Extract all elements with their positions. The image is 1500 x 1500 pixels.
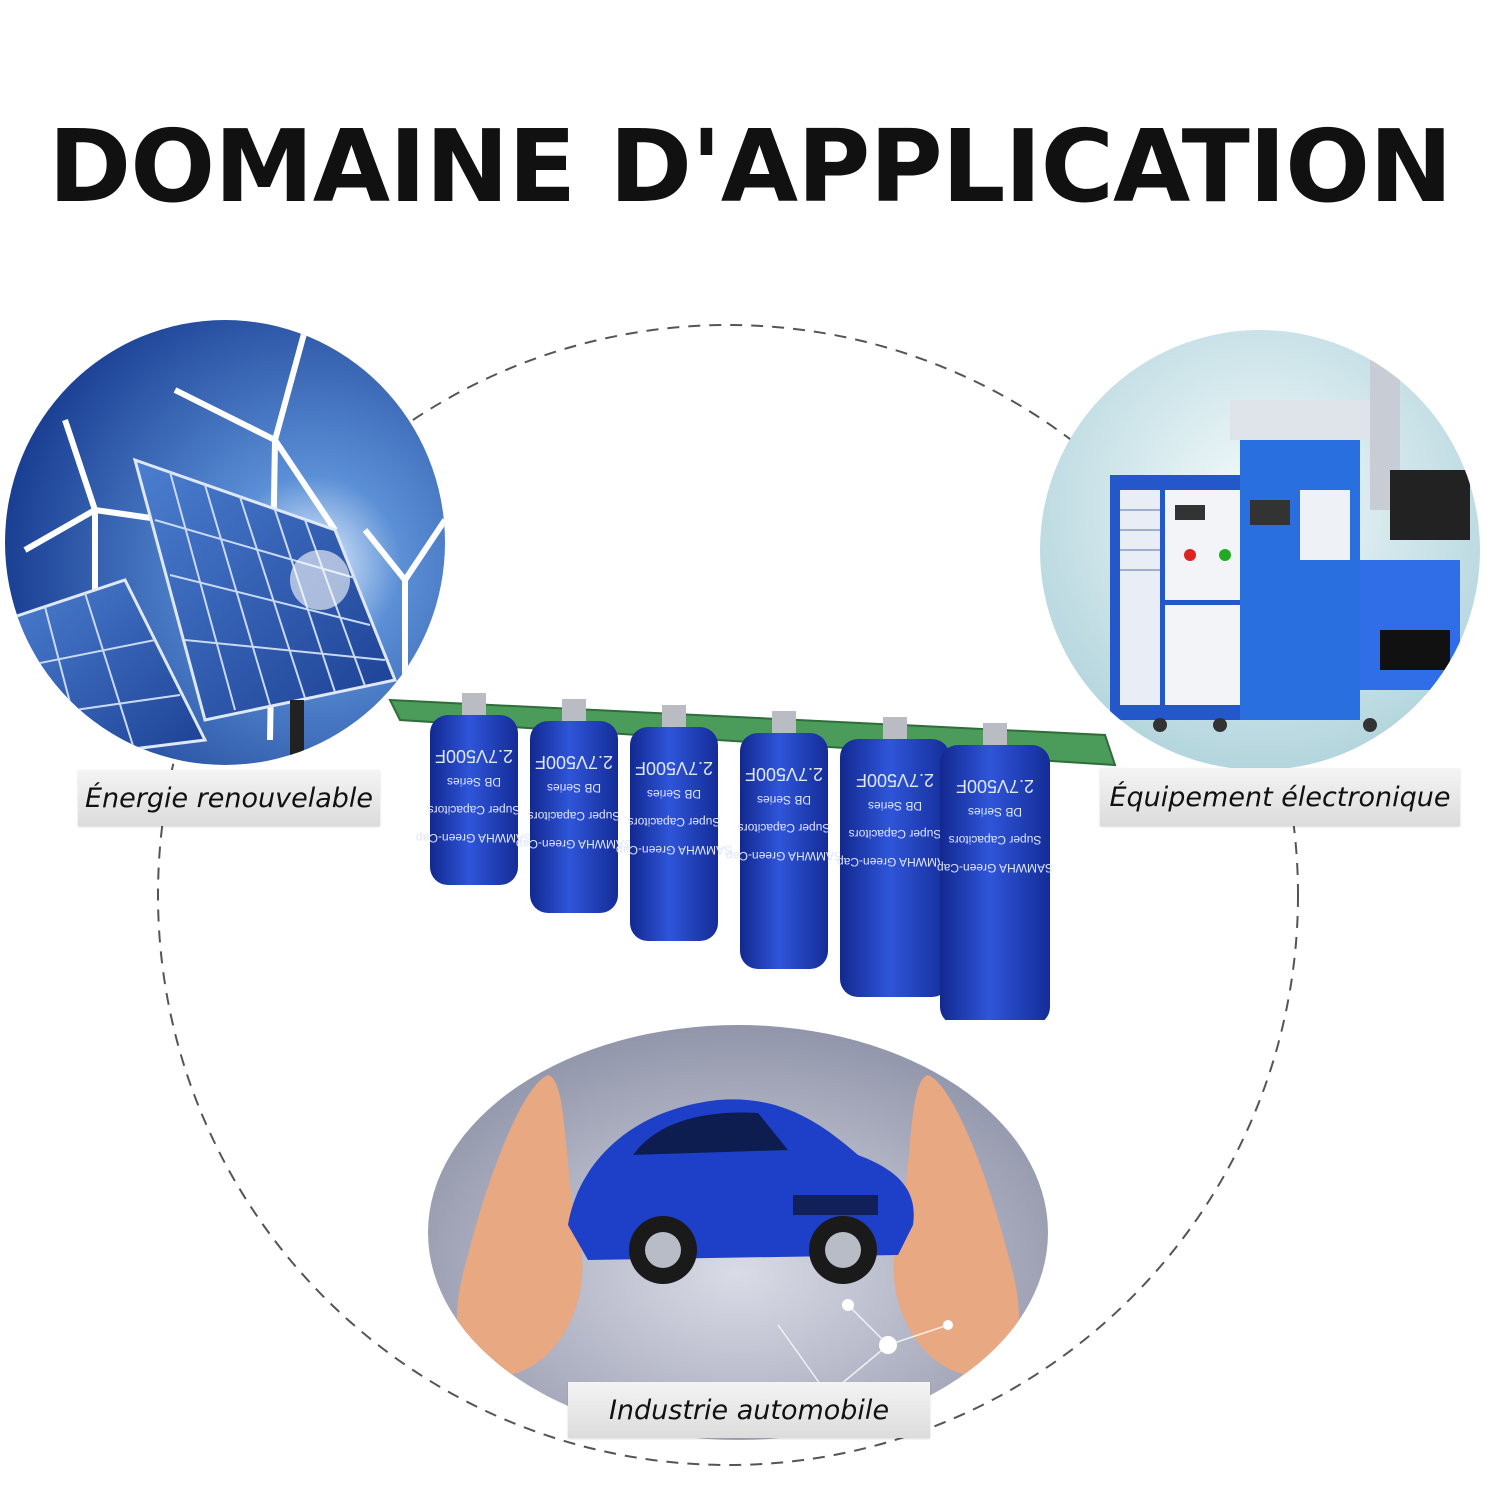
- page-title: DOMAINE D'APPLICATION: [48, 108, 1453, 225]
- svg-text:DB Series: DB Series: [868, 799, 922, 813]
- svg-text:2.7V500F: 2.7V500F: [435, 746, 513, 766]
- svg-text:Super Capacitors: Super Capacitors: [849, 827, 942, 841]
- svg-text:SAMWHA Green-Cap: SAMWHA Green-Cap: [726, 849, 842, 863]
- svg-text:Super Capacitors: Super Capacitors: [738, 821, 831, 835]
- label-automotive-industry: Industrie automobile: [568, 1382, 930, 1438]
- svg-text:DB Series: DB Series: [968, 805, 1022, 819]
- label-electronic-equipment: Équipement électronique: [1100, 768, 1460, 826]
- label-renewable-energy: Énergie renouvelable: [78, 770, 380, 826]
- svg-text:DB Series: DB Series: [647, 787, 701, 801]
- svg-text:Super Capacitors: Super Capacitors: [528, 809, 621, 823]
- label-electronic-equipment-text: Équipement électronique: [1109, 781, 1451, 813]
- svg-text:2.7V500F: 2.7V500F: [535, 752, 613, 772]
- svg-text:Super Capacitors: Super Capacitors: [428, 803, 521, 817]
- svg-text:SAMWHA Green-Cap: SAMWHA Green-Cap: [616, 843, 732, 857]
- automotive-industry-image: [428, 1025, 1048, 1440]
- svg-text:SAMWHA Green-Cap: SAMWHA Green-Cap: [837, 855, 953, 869]
- label-renewable-energy-text: Énergie renouvelable: [84, 782, 374, 814]
- svg-text:2.7V500F: 2.7V500F: [956, 776, 1034, 796]
- electronic-equipment-image: [1040, 330, 1480, 770]
- label-automotive-industry-text: Industrie automobile: [608, 1394, 890, 1426]
- svg-text:2.7V500F: 2.7V500F: [745, 764, 823, 784]
- svg-text:2.7V500F: 2.7V500F: [856, 770, 934, 790]
- svg-text:2.7V500F: 2.7V500F: [635, 758, 713, 778]
- svg-text:SAMWHA Green-Cap: SAMWHA Green-Cap: [416, 831, 532, 845]
- renewable-energy-image: [5, 320, 445, 765]
- svg-text:Super Capacitors: Super Capacitors: [628, 815, 721, 829]
- svg-text:Super Capacitors: Super Capacitors: [949, 833, 1042, 847]
- svg-text:DB Series: DB Series: [547, 781, 601, 795]
- svg-text:DB Series: DB Series: [447, 775, 501, 789]
- svg-text:SAMWHA Green-Cap: SAMWHA Green-Cap: [516, 837, 632, 851]
- svg-text:SAMWHA Green-Cap: SAMWHA Green-Cap: [937, 861, 1053, 875]
- svg-text:DB Series: DB Series: [757, 793, 811, 807]
